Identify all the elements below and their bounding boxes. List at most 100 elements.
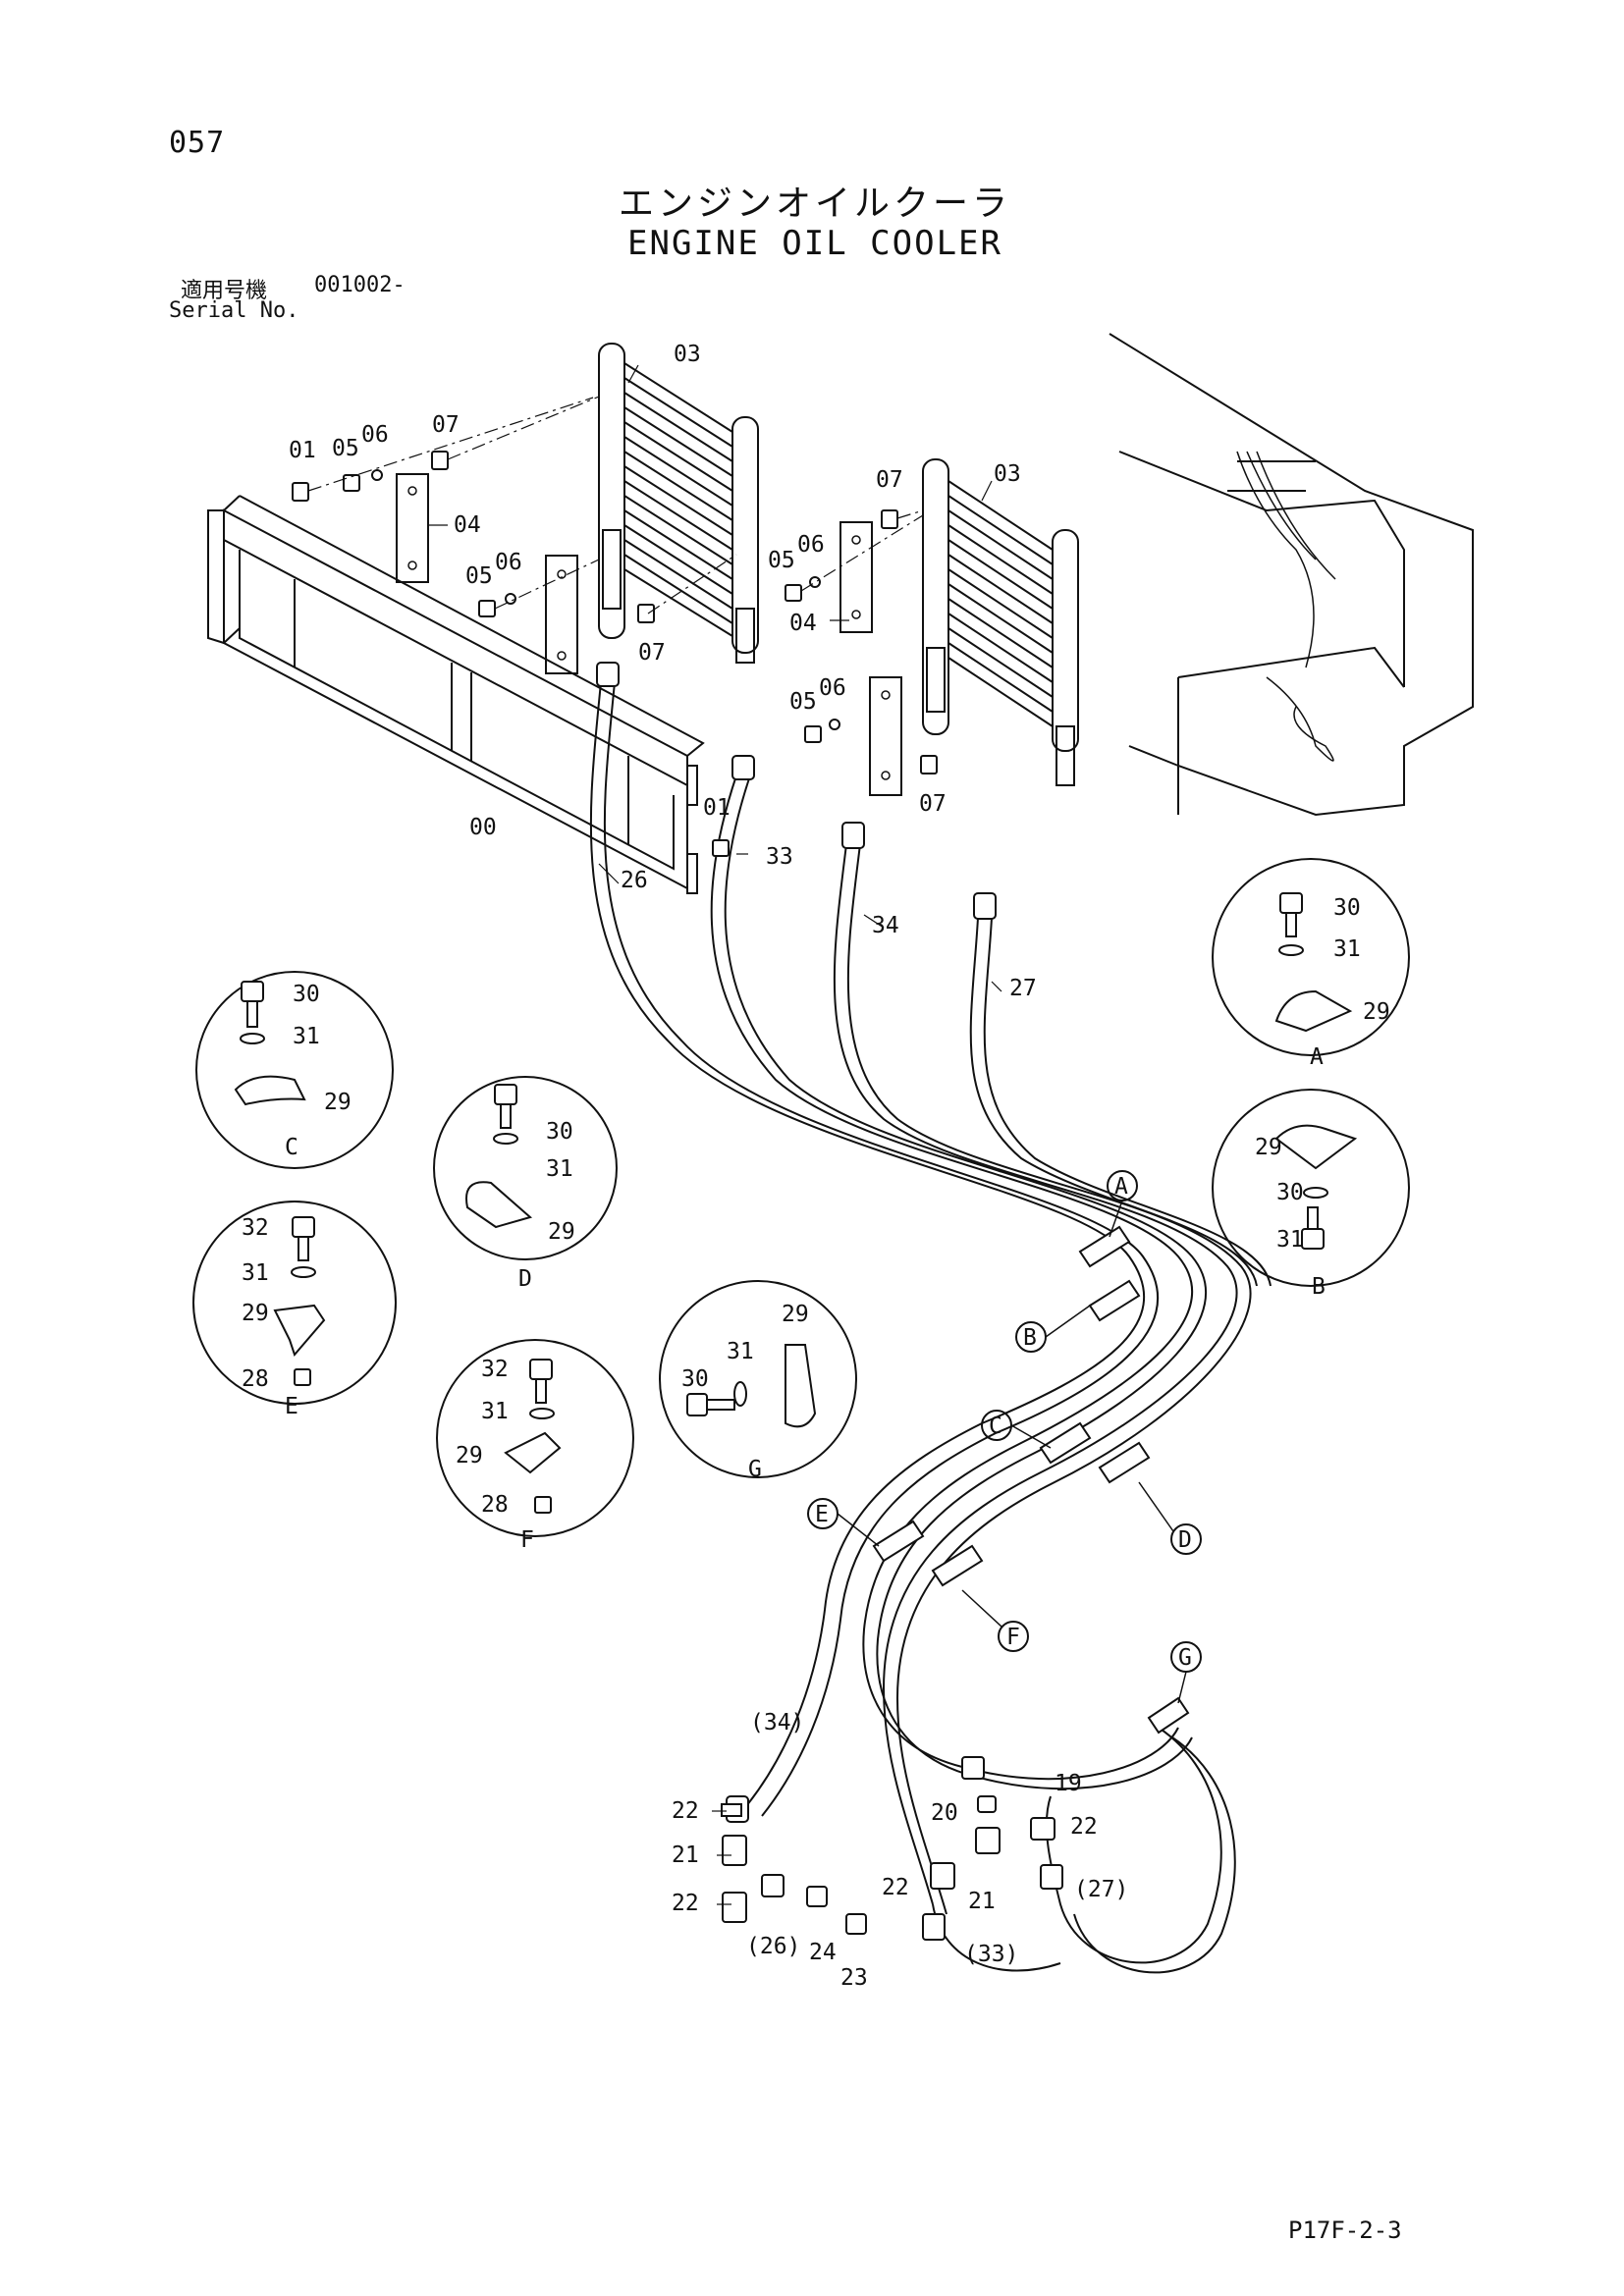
label-06-c: 06 [797, 532, 825, 558]
label-21-b: 21 [968, 1889, 996, 1914]
clamps [872, 1225, 1190, 1735]
detail-circle-A [1212, 858, 1410, 1056]
label-26: 26 [621, 868, 648, 893]
label-06-b: 06 [495, 550, 522, 575]
callout-letters: A B C D E F G [815, 1174, 1192, 1671]
label-05-c: 05 [768, 548, 795, 573]
detail-A-letter: A [1310, 1044, 1324, 1070]
part-labels: 03 03 01 05 06 07 04 05 06 07 07 05 06 0… [289, 342, 1128, 1991]
hose-end-fittings [596, 662, 997, 920]
footer-code: P17F-2-3 [1288, 2216, 1402, 2244]
label-01-b: 01 [703, 795, 731, 821]
engine-block [1109, 333, 1474, 817]
callout-E: E [815, 1502, 829, 1527]
serial-label-japanese: 適用号機 [181, 279, 268, 303]
lower-fittings [721, 1756, 1063, 1941]
label-07-a: 07 [432, 412, 460, 438]
label-20: 20 [931, 1800, 958, 1826]
label-07-c: 07 [876, 467, 903, 493]
callout-D: D [1178, 1527, 1192, 1553]
detail-B-29: 29 [1255, 1135, 1282, 1160]
detail-circle-C [195, 971, 394, 1169]
cooler-core-2 [922, 458, 1079, 786]
label-23: 23 [840, 1965, 868, 1991]
label-04-b: 04 [789, 611, 817, 636]
label-21-a: 21 [672, 1842, 699, 1868]
detail-B-30: 30 [1276, 1180, 1304, 1205]
label-34-paren: (34) [750, 1710, 804, 1735]
upper-hardware [292, 451, 938, 857]
callout-B: B [1023, 1325, 1037, 1351]
detail-C-29: 29 [324, 1090, 352, 1115]
detail-C-30: 30 [293, 982, 320, 1007]
detail-C-31: 31 [293, 1024, 320, 1049]
label-03-a: 03 [674, 342, 701, 367]
detail-circle-G [659, 1280, 857, 1478]
label-33: 33 [766, 844, 793, 870]
label-33-paren: (33) [964, 1942, 1018, 1967]
alignment-lines [307, 396, 924, 614]
detail-A-31: 31 [1333, 936, 1361, 962]
detail-D-30: 30 [546, 1119, 573, 1145]
detail-F-letter: F [520, 1527, 534, 1553]
brackets [396, 473, 902, 796]
label-07-b: 07 [638, 640, 666, 666]
label-24: 24 [809, 1940, 837, 1965]
label-06-a: 06 [361, 422, 389, 448]
detail-B-31: 31 [1276, 1227, 1304, 1253]
callout-bubbles [807, 1170, 1202, 1704]
label-22-b: 22 [672, 1891, 699, 1916]
label-27-paren: (27) [1074, 1877, 1128, 1902]
detail-D-31: 31 [546, 1156, 573, 1182]
title-english: ENGINE OIL COOLER [627, 224, 1002, 263]
detail-G-31: 31 [727, 1339, 754, 1364]
label-22-a: 22 [672, 1798, 699, 1824]
callout-F: F [1006, 1625, 1020, 1650]
frame-assembly [207, 495, 705, 894]
detail-circle-E [192, 1201, 397, 1405]
detail-F-28: 28 [481, 1492, 509, 1518]
label-03-b: 03 [994, 461, 1021, 487]
detail-circle-D [433, 1076, 618, 1260]
callout-A: A [1114, 1174, 1128, 1200]
detail-C-letter: C [285, 1135, 298, 1160]
detail-circle-B [1212, 1089, 1410, 1287]
title-japanese: エンジンオイルクーラ [618, 184, 1011, 224]
label-01-a: 01 [289, 438, 316, 463]
detail-G-30: 30 [681, 1366, 709, 1392]
label-05-b: 05 [465, 563, 493, 589]
detail-E-29: 29 [242, 1301, 269, 1326]
hoses [589, 681, 1272, 1974]
page-number: 057 [169, 126, 226, 160]
label-26-paren: (26) [746, 1934, 800, 1959]
callout-C: C [989, 1414, 1002, 1439]
detail-F-32: 32 [481, 1357, 509, 1382]
detail-B-letter: B [1312, 1274, 1326, 1300]
leader-lines [428, 364, 1002, 1905]
detail-A-30: 30 [1333, 895, 1361, 921]
detail-G-29: 29 [782, 1302, 809, 1327]
callout-G: G [1178, 1645, 1192, 1671]
label-05-d: 05 [789, 689, 817, 715]
label-22-d: 22 [882, 1875, 909, 1900]
label-19: 19 [1055, 1771, 1082, 1796]
detail-D-letter: D [518, 1266, 532, 1292]
detail-labels: 30 31 29 C 30 31 29 D 32 31 29 28 E 32 3… [242, 895, 1390, 1553]
detail-F-31: 31 [481, 1399, 509, 1424]
detail-G-letter: G [748, 1457, 762, 1482]
label-07-d: 07 [919, 791, 947, 817]
label-22-c: 22 [1070, 1814, 1098, 1840]
detail-D-29: 29 [548, 1219, 575, 1245]
detail-E-28: 28 [242, 1366, 269, 1392]
detail-E-31: 31 [242, 1260, 269, 1286]
detail-E-letter: E [285, 1394, 298, 1419]
label-00: 00 [469, 815, 497, 840]
serial-label-english: Serial No. [169, 298, 299, 323]
detail-A-29: 29 [1363, 999, 1390, 1025]
cooler-core-1 [598, 343, 759, 664]
label-04-a: 04 [454, 512, 481, 538]
label-06-d: 06 [819, 675, 846, 701]
serial-range: 001002- [314, 273, 406, 297]
label-34: 34 [872, 913, 899, 938]
